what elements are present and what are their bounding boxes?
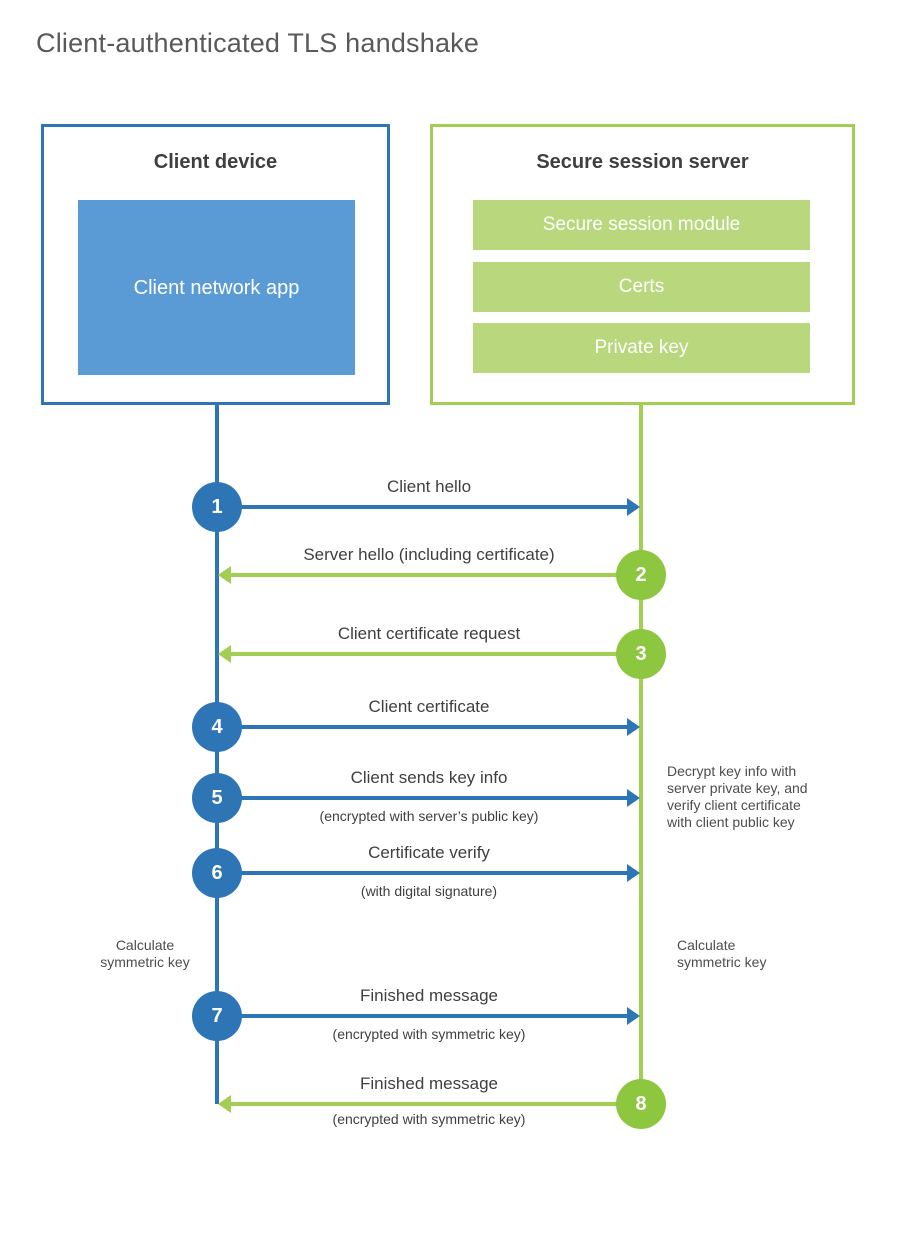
sublabel-digital-signature: (with digital signature): [360, 883, 498, 899]
arrow-finished-message-client: [217, 1007, 640, 1025]
step-circle-6: 6: [192, 848, 242, 898]
label-client-certificate: Client certificate: [368, 697, 490, 716]
arrow-finished-message-server: [218, 1095, 641, 1113]
sublabel-encrypted-server-public-key: (encrypted with server’s public key): [319, 808, 539, 824]
step-circle-1: 1: [192, 482, 242, 532]
arrow-server-hello: [218, 566, 641, 584]
secure-session-server-box: Secure session server Secure session mod…: [430, 124, 855, 405]
arrow-certificate-verify: [217, 864, 640, 882]
label-certificate-verify: Certificate verify: [368, 843, 490, 862]
server-module-secure-session: Secure session module: [473, 200, 810, 250]
arrow-client-hello: [217, 498, 640, 516]
label-finished-message-server: Finished message: [360, 1074, 498, 1093]
step-circle-7: 7: [192, 991, 242, 1041]
arrow-client-sends-key-info: [217, 789, 640, 807]
step-circle-5: 5: [192, 773, 242, 823]
sublabel-encrypted-symmetric-key-server: (encrypted with symmetric key): [332, 1111, 526, 1127]
page-title: Client-authenticated TLS handshake: [36, 28, 480, 58]
step-circle-3: 3: [616, 629, 666, 679]
label-finished-message-client: Finished message: [360, 986, 498, 1005]
label-client-hello: Client hello: [386, 477, 472, 496]
label-client-certificate-request: Client certificate request: [337, 624, 521, 643]
sublabel-encrypted-symmetric-key-client: (encrypted with symmetric key): [332, 1026, 526, 1042]
server-module-certs: Certs: [473, 262, 810, 312]
label-client-sends-key-info: Client sends key info: [350, 768, 508, 787]
step-circle-8: 8: [616, 1079, 666, 1129]
label-server-hello: Server hello (including certificate): [303, 545, 555, 564]
note-decrypt-key-info: Decrypt key info with server private key…: [667, 763, 808, 831]
secure-session-server-title: Secure session server: [536, 151, 749, 173]
server-module-private-key: Private key: [473, 323, 810, 373]
client-device-box: Client device Client network app: [41, 124, 390, 405]
client-network-app-label: Client network app: [133, 276, 300, 299]
arrow-client-certificate: [217, 718, 640, 736]
note-calculate-symmetric-key-server: Calculate symmetric key: [677, 937, 767, 971]
client-lifeline: [215, 404, 219, 1104]
client-network-app-box: Client network app: [78, 200, 355, 375]
step-circle-2: 2: [616, 550, 666, 600]
step-circle-4: 4: [192, 702, 242, 752]
server-lifeline: [639, 404, 643, 1104]
arrow-client-certificate-request: [218, 645, 641, 663]
client-device-title: Client device: [153, 151, 278, 173]
note-calculate-symmetric-key-client: Calculate symmetric key: [100, 937, 190, 971]
